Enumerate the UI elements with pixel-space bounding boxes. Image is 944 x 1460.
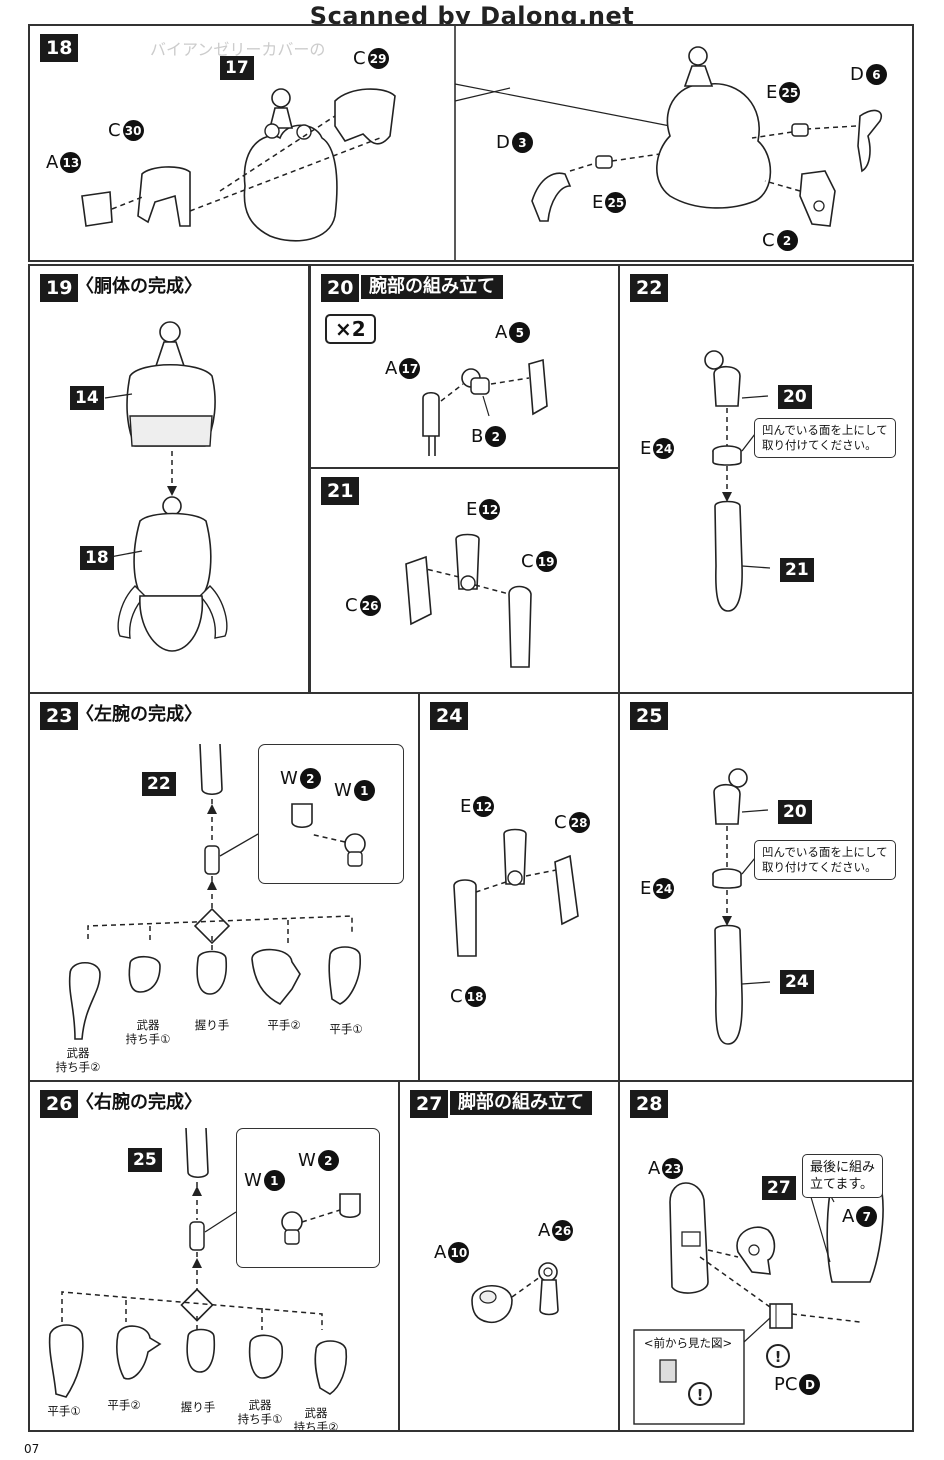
part-tag: 17 xyxy=(220,56,254,80)
step-title: 〈胴体の完成〉 xyxy=(76,276,202,297)
quantity-multiplier: ×2 xyxy=(325,314,376,344)
step-number: 20 xyxy=(321,274,360,302)
part-tag: 18 xyxy=(80,546,114,570)
step-27-drawing xyxy=(471,1262,559,1324)
part-tag: 20 xyxy=(778,800,812,824)
hand-caption: 平手② xyxy=(107,1398,141,1412)
hand-caption: 握り手 xyxy=(180,1400,216,1414)
part-tag: 27 xyxy=(762,1176,796,1200)
part-tag: 22 xyxy=(142,772,176,796)
step-title: 〈右腕の完成〉 xyxy=(76,1092,202,1113)
hand-caption: 武器 持ち手① xyxy=(125,1018,171,1046)
svg-text:!: ! xyxy=(697,1386,704,1404)
instruction-note: 凹んでいる面を上にして 取り付けてください。 xyxy=(754,418,896,458)
step-number: 27 xyxy=(410,1090,449,1118)
step-number: 22 xyxy=(630,274,669,302)
detail-inset xyxy=(258,744,404,884)
front-view-caption: <前から見た図> xyxy=(643,1336,733,1350)
hand-caption: 武器 持ち手② xyxy=(293,1406,339,1432)
step-number: 18 xyxy=(40,34,79,62)
part-tag: 25 xyxy=(128,1148,162,1172)
hand-caption: 平手① xyxy=(329,1022,363,1036)
hand-caption: 武器 持ち手① xyxy=(237,1398,283,1426)
step-19-drawing xyxy=(104,321,228,652)
step-28-drawing: ! ! xyxy=(633,1172,884,1425)
step-18-panel: 18 バイアンゼリーカバーの xyxy=(28,24,914,262)
part-tag: 24 xyxy=(780,970,814,994)
step-24-drawing xyxy=(453,828,579,957)
instruction-note: 凹んでいる面を上にして 取り付けてください。 xyxy=(754,840,896,880)
step-title: 腕部の組み立て xyxy=(361,275,503,299)
step-number: 19 xyxy=(40,274,79,302)
hand-caption: 平手① xyxy=(47,1404,81,1418)
step-number: 26 xyxy=(40,1090,79,1118)
step-22-drawing xyxy=(704,350,771,612)
step-number: 25 xyxy=(630,702,669,730)
hand-caption: 握り手 xyxy=(194,1018,230,1032)
step-title: 〈左腕の完成〉 xyxy=(76,704,202,725)
svg-text:!: ! xyxy=(775,1348,782,1366)
step-19-panel: 19 〈胴体の完成〉 14 18 xyxy=(28,264,310,694)
step-number: 24 xyxy=(430,702,469,730)
step-18-drawing xyxy=(81,26,882,260)
part-tag: 21 xyxy=(780,558,814,582)
hand-caption: 武器 持ち手② xyxy=(55,1046,101,1074)
step-number: 23 xyxy=(40,702,79,730)
step-number: 21 xyxy=(321,477,360,505)
instruction-note: 最後に組み 立てます。 xyxy=(802,1154,884,1198)
part-tag: 20 xyxy=(778,385,812,409)
detail-inset xyxy=(236,1128,380,1268)
page-number: 07 xyxy=(24,1442,40,1456)
step-number: 28 xyxy=(630,1090,669,1118)
part-tag: 14 xyxy=(70,386,104,410)
step-title: 脚部の組み立て xyxy=(450,1091,592,1115)
hand-caption: 平手② xyxy=(267,1018,301,1032)
faded-title: バイアンゼリーカバーの xyxy=(150,40,326,59)
